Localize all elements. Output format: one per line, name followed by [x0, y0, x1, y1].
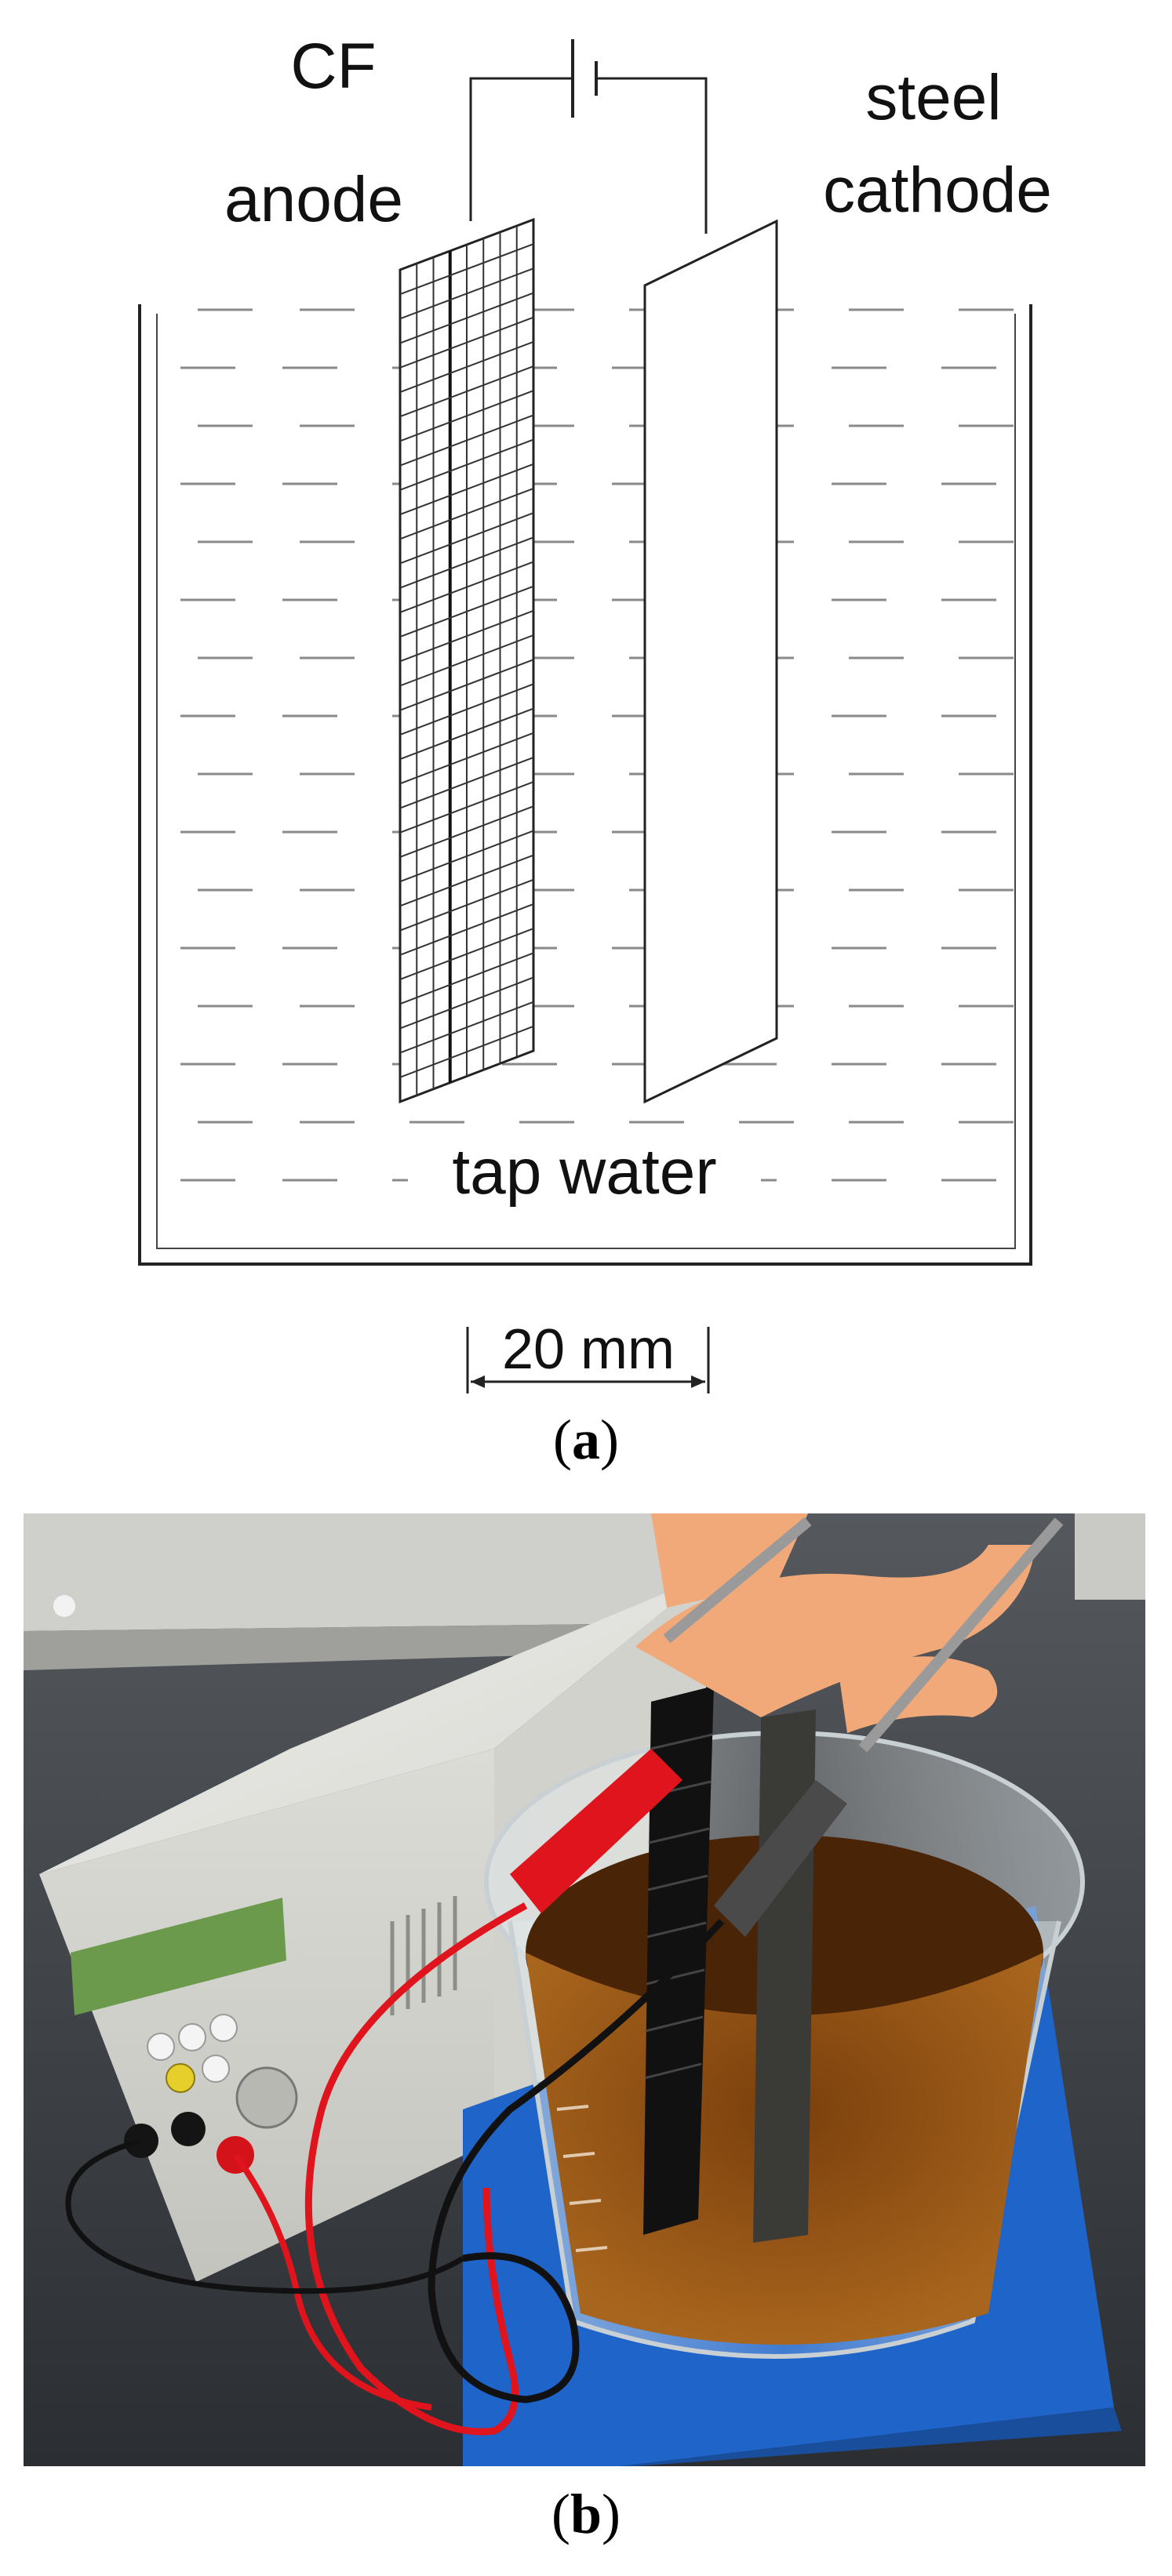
anode-label-cf: CF	[290, 31, 376, 102]
psu-button-yellow	[166, 2063, 195, 2093]
black-wire	[428, 1918, 725, 2403]
mesh-strand	[399, 830, 534, 883]
mesh-strand	[399, 512, 534, 565]
mesh-strand	[399, 903, 534, 956]
black-wire-2	[65, 2138, 464, 2294]
mesh-strand	[399, 707, 534, 761]
mesh-strand	[399, 414, 534, 467]
water-level-dashes	[180, 308, 1014, 1182]
psu-button-4	[202, 2055, 230, 2083]
experimental-setup-photo	[24, 1513, 1145, 2466]
wall-knob	[53, 1595, 75, 1617]
mesh-strand	[399, 267, 534, 320]
back-right-shelf	[1075, 1513, 1145, 1600]
mesh-strand	[399, 683, 534, 736]
psu-display	[71, 1898, 286, 2015]
beaker-inner-wall	[156, 314, 1016, 1249]
psu-terminal-black-2	[171, 2112, 206, 2146]
mesh-strand	[399, 390, 534, 442]
mesh-strand	[399, 805, 534, 858]
dc-power-supply	[39, 1576, 706, 2282]
wall-panel	[24, 1513, 808, 1631]
shelf-edge	[24, 1623, 690, 1670]
panel-b-caption: (b)	[551, 2483, 621, 2545]
clamp-tweezers	[663, 1517, 1064, 1753]
mesh-strand	[399, 732, 534, 785]
electrolysis-cell-schematic: CF anode steel cathode tap water 20 mm	[138, 31, 1052, 1393]
water-label: tap water	[452, 1136, 716, 1208]
red-wire	[304, 1902, 528, 2436]
mesh-strand	[399, 365, 534, 418]
scale-bar-label: 20 mm	[502, 1318, 675, 1381]
mesh-strand	[399, 438, 534, 491]
mesh-strand	[399, 659, 534, 711]
psu-button-3	[209, 2014, 238, 2042]
scale-bar	[466, 1327, 710, 1393]
red-alligator-clip	[510, 1749, 682, 1913]
water-label-background	[408, 1129, 761, 1215]
mesh-strand	[399, 756, 534, 809]
psu-button-2	[178, 2023, 206, 2051]
mesh-strand	[399, 952, 534, 1005]
mesh-strand	[399, 1025, 534, 1078]
mesh-strand	[399, 316, 534, 369]
cathode-label-cathode: cathode	[823, 154, 1052, 226]
mesh-strand	[399, 463, 534, 515]
anode-label-anode: anode	[224, 164, 403, 235]
mesh-strand	[399, 609, 534, 663]
mesh-strand	[399, 928, 534, 980]
circuit-wire	[469, 77, 708, 234]
cf-anode-mesh	[399, 217, 535, 1104]
red-wire-2	[232, 2153, 432, 2411]
mesh-strand	[399, 976, 534, 1030]
steel-cathode-electrode	[753, 1709, 816, 2243]
panel-a-caption: (a)	[553, 1408, 619, 1471]
mesh-strand	[399, 561, 534, 613]
carbon-fiber-mesh-electrode	[643, 1686, 714, 2235]
steel-cathode-plate	[643, 219, 778, 1104]
mesh-strand	[399, 292, 534, 344]
mesh-strand	[399, 781, 534, 834]
mesh-strand	[399, 1001, 534, 1054]
mesh-strand	[399, 634, 534, 687]
psu-button-1	[147, 2033, 175, 2061]
mesh-strand	[399, 536, 534, 589]
mesh-strand	[399, 340, 534, 393]
mesh-strand	[399, 878, 534, 932]
beaker-outline	[138, 304, 1032, 1266]
mesh-strand	[399, 854, 534, 907]
black-alligator-clip	[714, 1780, 847, 1937]
cathode-label-steel: steel	[865, 62, 1001, 133]
psu-knob	[235, 2066, 298, 2129]
mesh-strand	[399, 488, 534, 540]
mesh-strand	[399, 585, 534, 638]
mesh-strand	[399, 243, 534, 296]
